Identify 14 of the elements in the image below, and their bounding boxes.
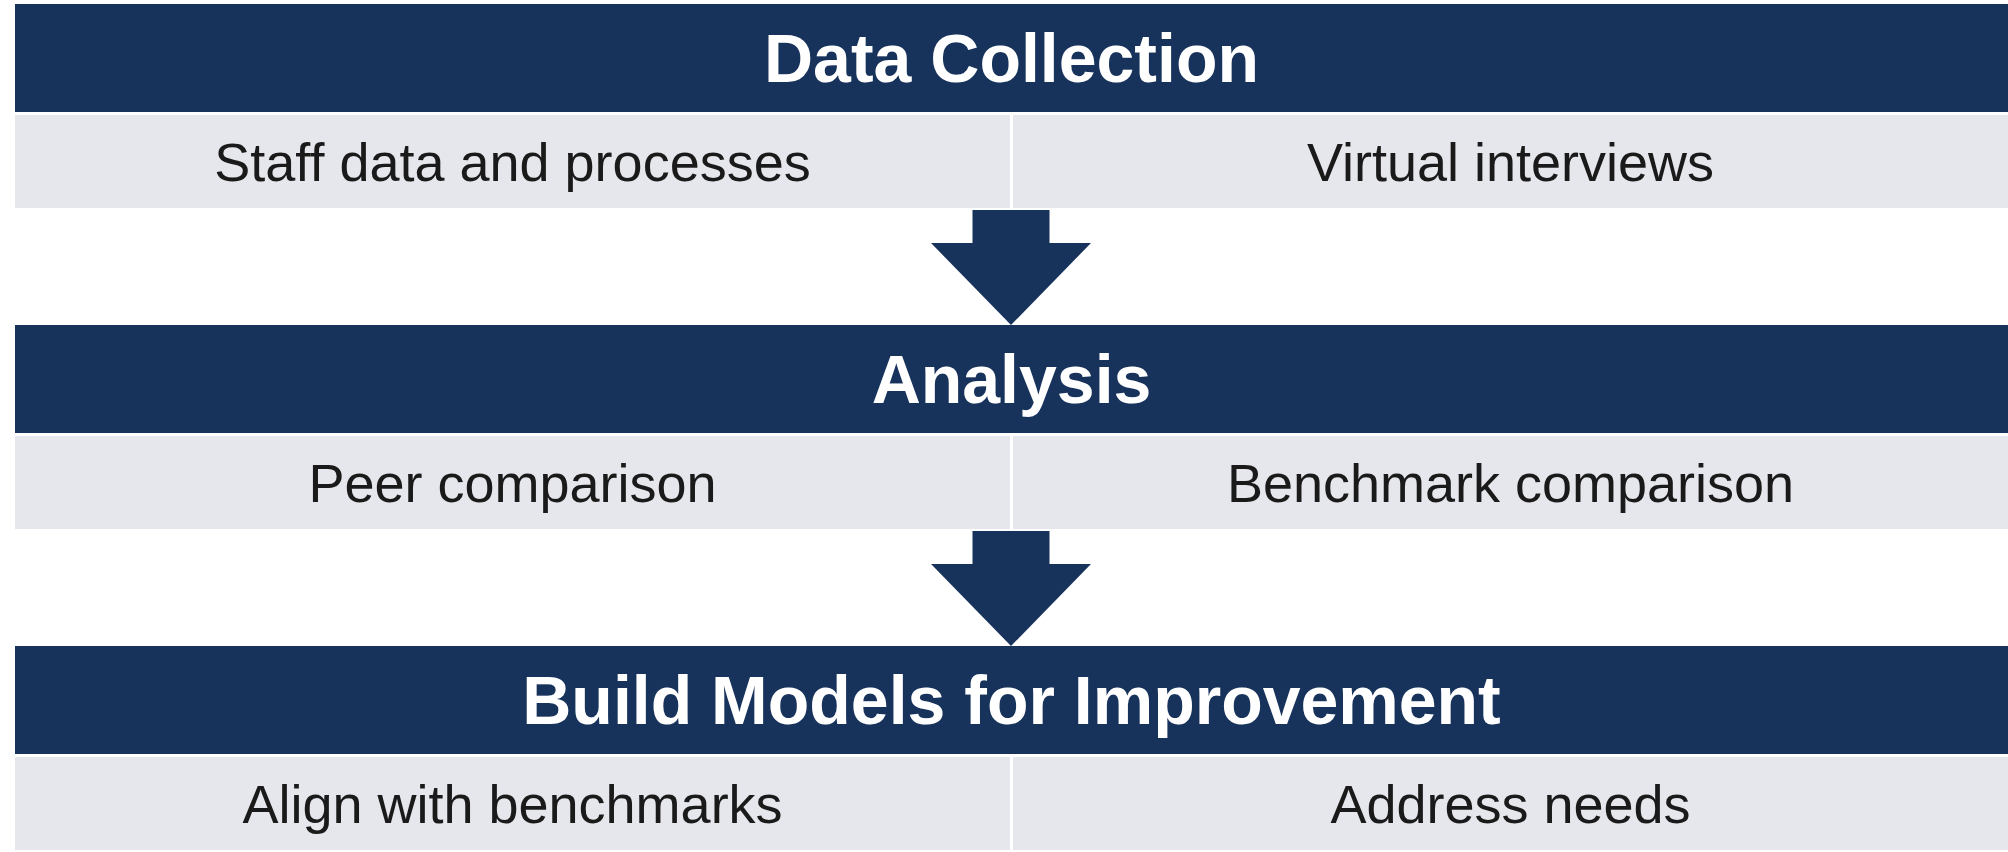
block-arrow (931, 531, 1091, 647)
item-cell: Virtual interviews (1013, 115, 2008, 208)
item-cell: Staff data and processes (15, 115, 1010, 208)
stage-heading: Data Collection (764, 19, 1259, 97)
item-cell: Benchmark comparison (1013, 436, 2008, 529)
stage-panel (15, 325, 2008, 529)
item-cell: Address needs (1013, 757, 2008, 850)
item-cell: Peer comparison (15, 436, 1010, 529)
block-arrow (931, 210, 1091, 326)
stage-heading: Analysis (871, 340, 1152, 418)
item-cell: Align with benchmarks (15, 757, 1010, 850)
stage-heading: Build Models for Improvement (522, 661, 1501, 739)
stage-panel (15, 646, 2008, 850)
stage-panel (15, 4, 2008, 208)
